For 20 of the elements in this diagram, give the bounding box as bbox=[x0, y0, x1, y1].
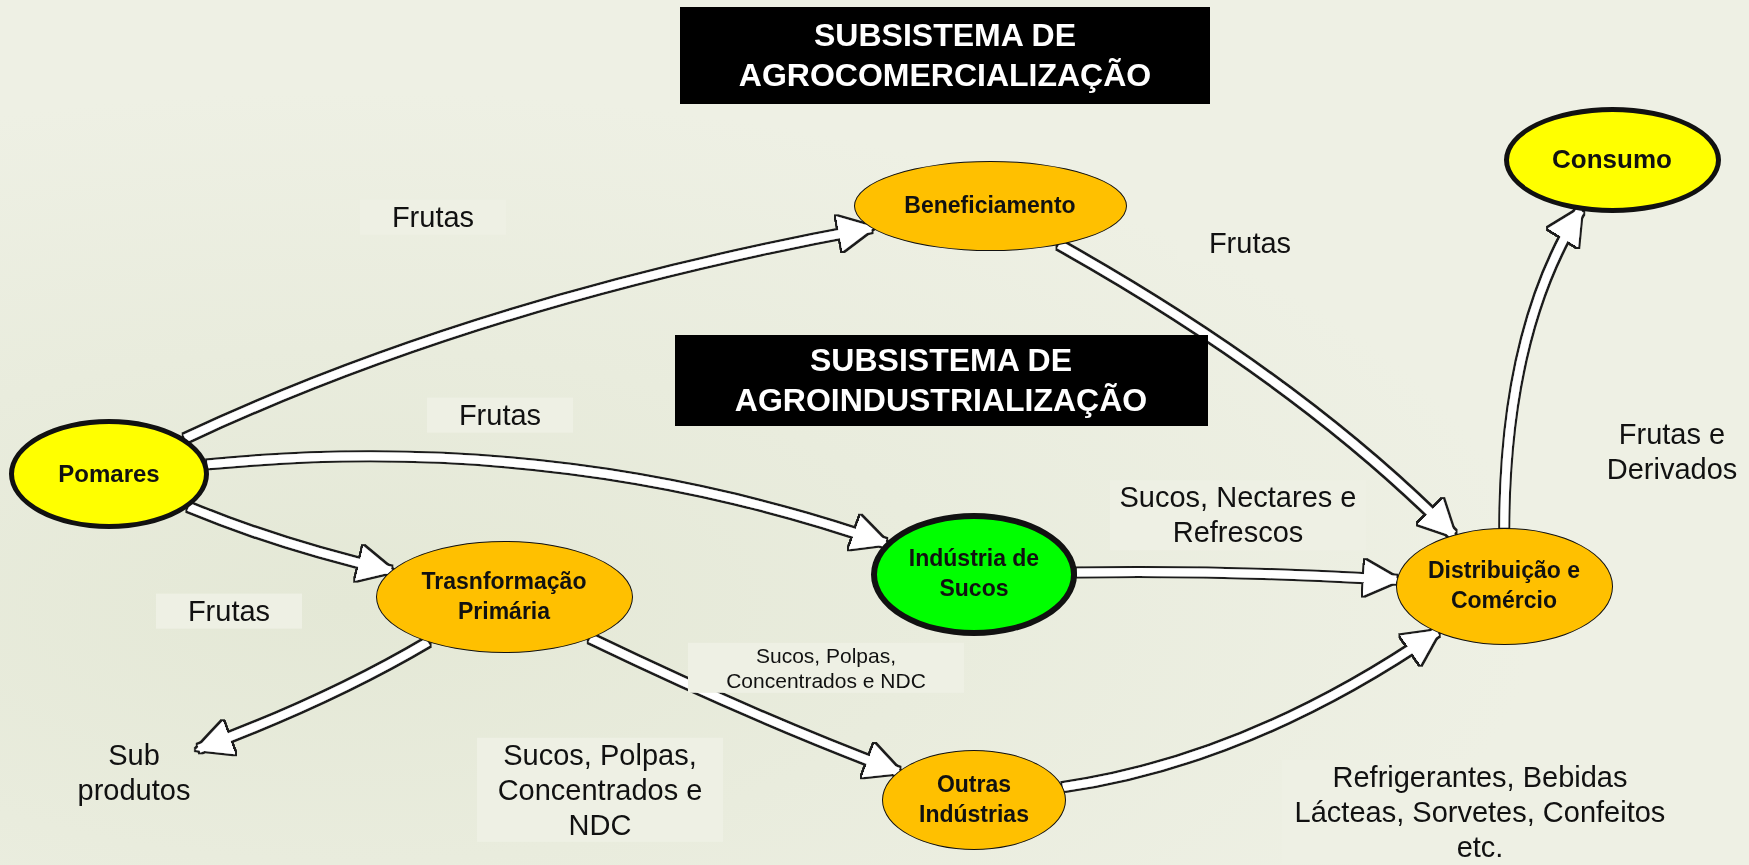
node-label: Distribuição e Comércio bbox=[1426, 556, 1582, 615]
banner-text: SUBSISTEMA DE AGROCOMERCIALIZAÇÃO bbox=[737, 16, 1153, 95]
node-label: Indústria de Sucos bbox=[907, 544, 1041, 603]
edge-label: Frutas bbox=[427, 397, 573, 433]
title-banner bbox=[680, 6, 1210, 104]
hollow-arrow bbox=[195, 638, 430, 755]
node-text: Sub produtos bbox=[69, 733, 199, 813]
node-label: Outras Indústrias bbox=[918, 770, 1030, 829]
title-banner bbox=[674, 334, 1208, 426]
hollow-arrow bbox=[1057, 241, 1456, 538]
node-label: Pomares bbox=[58, 459, 160, 490]
hollow-arrow bbox=[588, 634, 902, 777]
node-label: Beneficiamento bbox=[904, 191, 1076, 221]
node-label: Consumo bbox=[1552, 143, 1672, 177]
hollow-arrow bbox=[187, 503, 395, 581]
edge-label: Sucos, Polpas, Concentrados e NDC bbox=[477, 737, 723, 843]
banner-text: SUBSISTEMA DE AGROINDUSTRIALIZAÇÃO bbox=[733, 341, 1149, 420]
flow-label: Sucos, Polpas, Concentrados e NDC bbox=[688, 642, 964, 694]
edge-label: Frutas bbox=[156, 593, 302, 629]
node-label: Trasnformação Primária bbox=[420, 567, 588, 626]
